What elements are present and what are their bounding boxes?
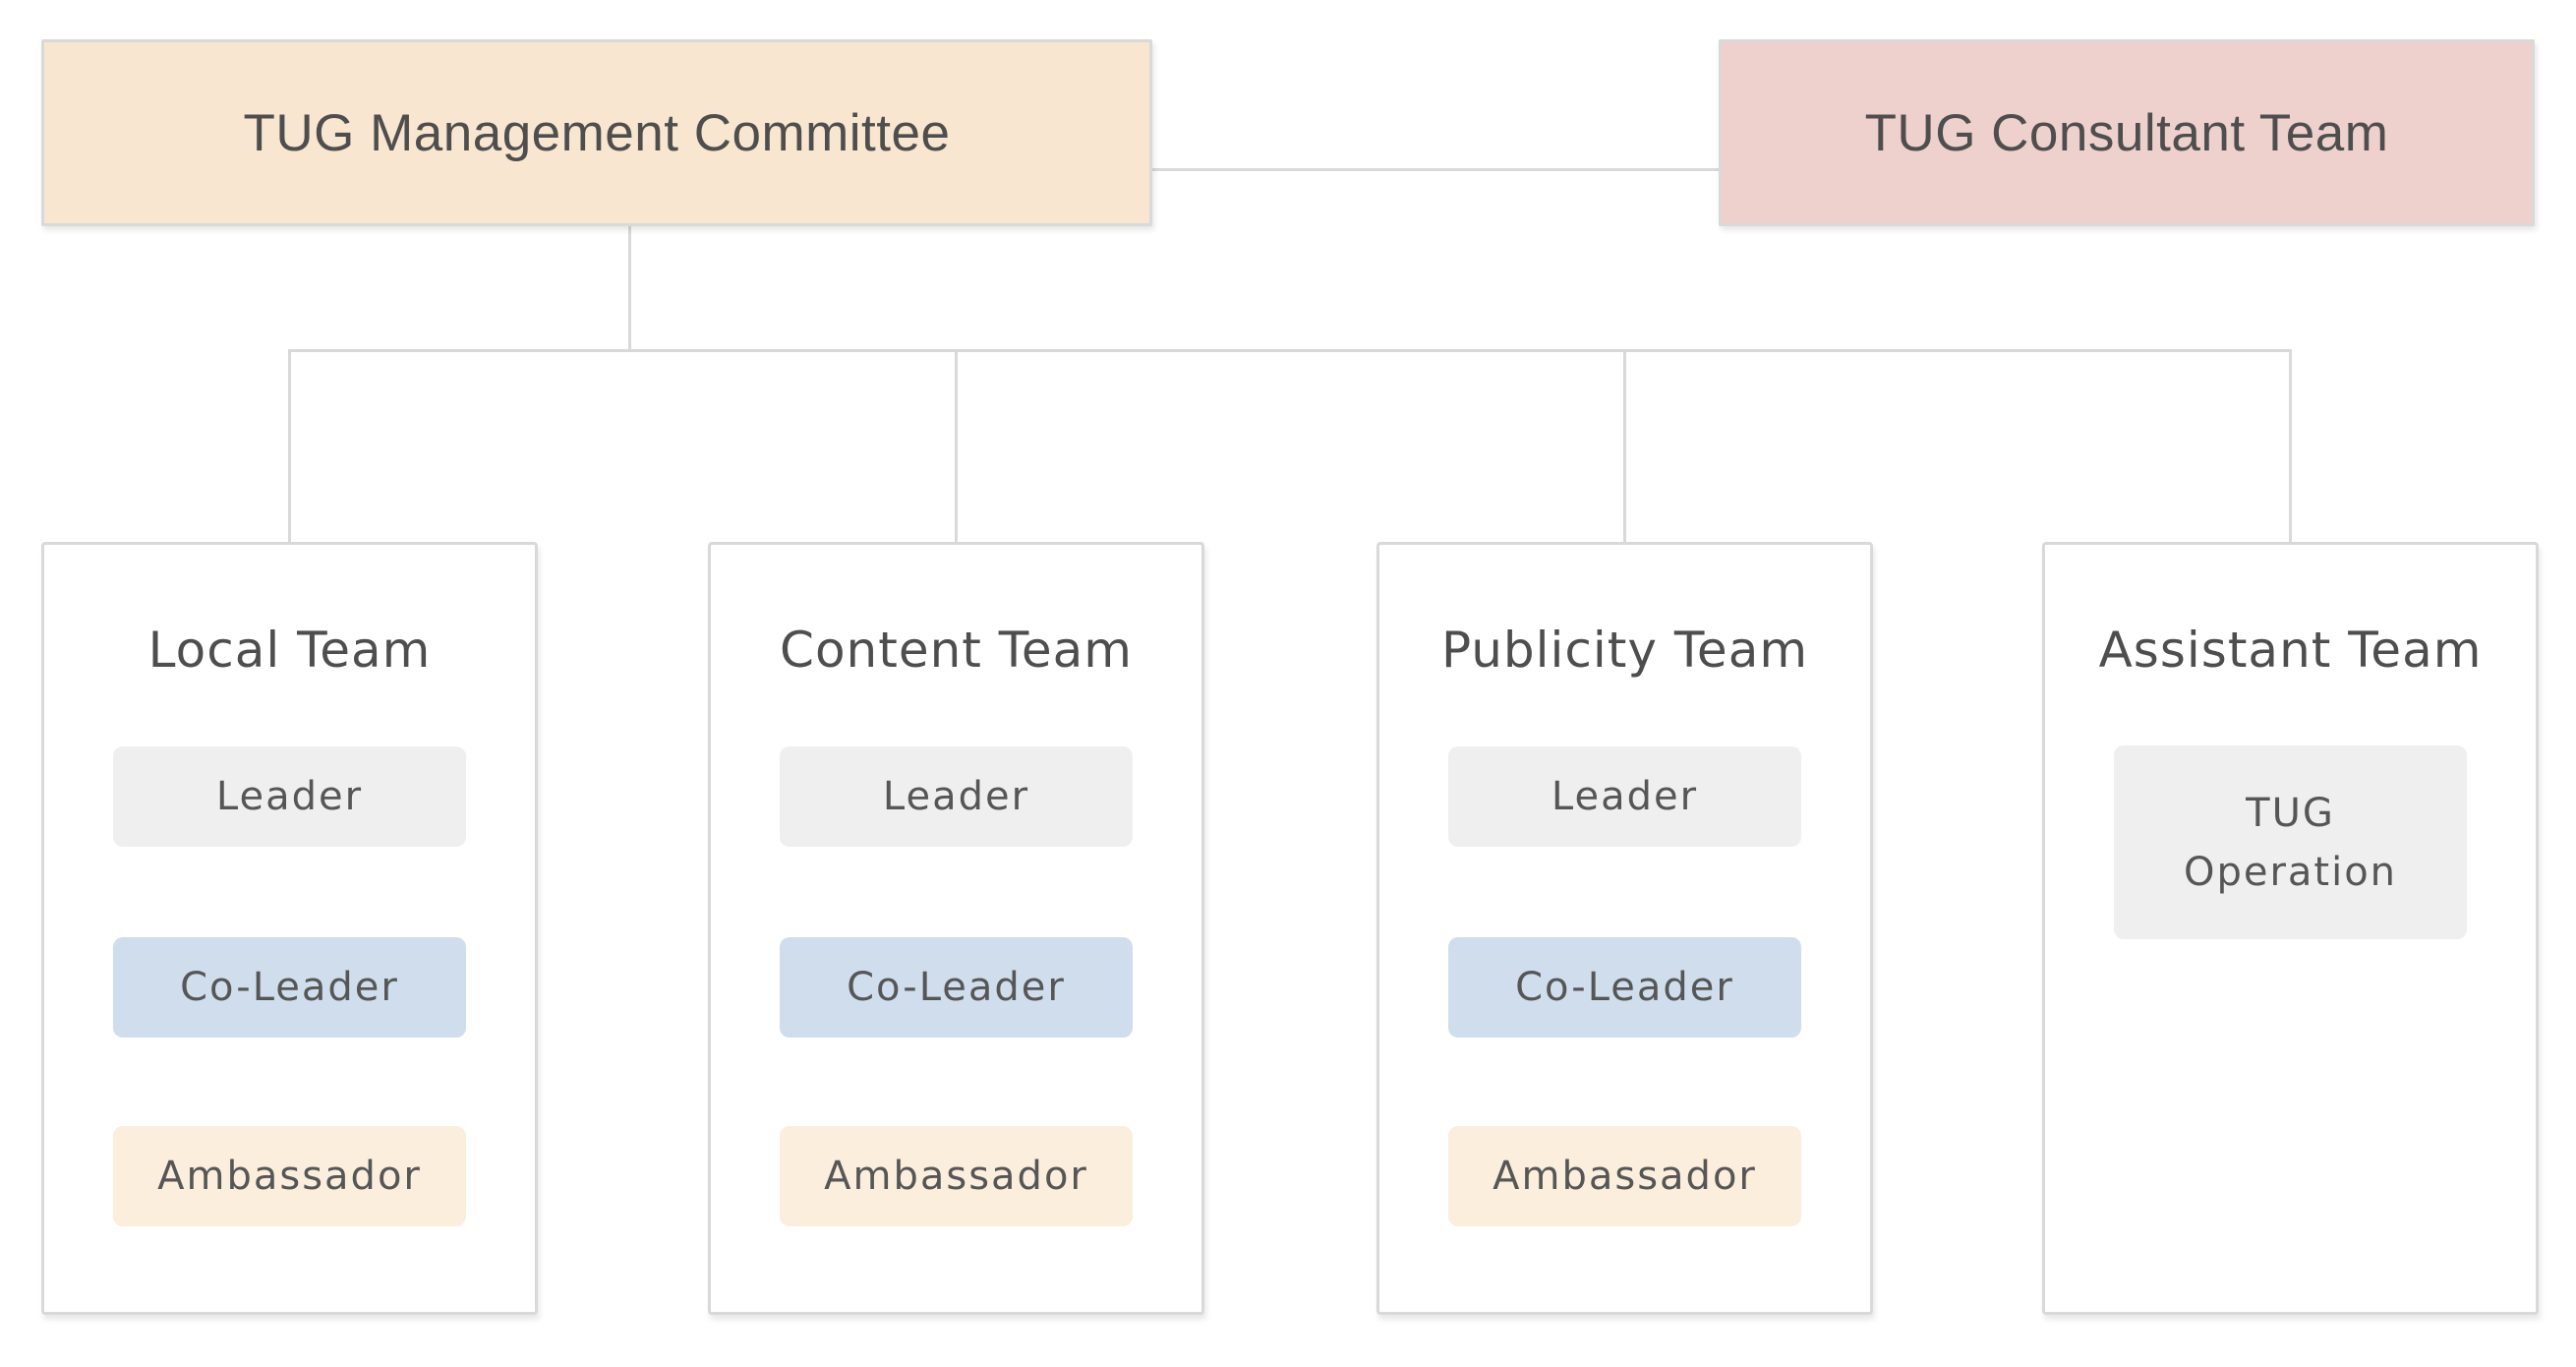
role-chip-label: Ambassador [824, 1154, 1088, 1199]
role-chip-co-leader: Co-Leader [780, 937, 1133, 1038]
management-committee-box: TUG Management Committee [41, 39, 1152, 226]
role-chip-label: Leader [1551, 774, 1699, 819]
connector-drop-content [955, 350, 958, 542]
role-chip-label: Ambassador [157, 1154, 422, 1199]
consultant-team-box: TUG Consultant Team [1719, 39, 2535, 226]
role-chip-label: Leader [882, 774, 1030, 819]
role-chip-leader: Leader [1448, 746, 1801, 847]
connector-management-stub [628, 226, 631, 350]
team-box-content: Content Team Leader Co-Leader Ambassador [708, 542, 1204, 1315]
role-chip-label: Co-Leader [847, 965, 1066, 1010]
connector-drop-assistant [2289, 350, 2292, 542]
role-chip-label: Co-Leader [180, 965, 399, 1010]
team-box-assistant: Assistant Team TUG Operation [2042, 542, 2539, 1315]
role-chip-label: Co-Leader [1515, 965, 1734, 1010]
role-chip-co-leader: Co-Leader [1448, 937, 1801, 1038]
team-title-assistant: Assistant Team [2098, 622, 2483, 679]
team-box-publicity: Publicity Team Leader Co-Leader Ambassad… [1376, 542, 1873, 1315]
connector-drop-local [288, 350, 291, 542]
role-chip-label: TUG Operation [2183, 790, 2398, 895]
connector-management-consultant [1152, 168, 1719, 171]
connector-drop-publicity [1623, 350, 1626, 542]
role-chip-ambassador: Ambassador [1448, 1126, 1801, 1226]
team-title-content: Content Team [780, 622, 1133, 679]
connector-rail [288, 349, 2292, 352]
role-chip-ambassador: Ambassador [113, 1126, 466, 1226]
role-chip-leader: Leader [113, 746, 466, 847]
role-chip-ambassador: Ambassador [780, 1126, 1133, 1226]
team-box-local: Local Team Leader Co-Leader Ambassador [41, 542, 538, 1315]
team-title-publicity: Publicity Team [1440, 622, 1809, 679]
role-chip-tug-operation: TUG Operation [2114, 745, 2467, 939]
role-chip-co-leader: Co-Leader [113, 937, 466, 1038]
management-committee-label: TUG Management Committee [243, 103, 951, 162]
role-chip-leader: Leader [780, 746, 1133, 847]
role-chip-label: Ambassador [1493, 1154, 1757, 1199]
team-title-local: Local Team [147, 622, 432, 679]
consultant-team-label: TUG Consultant Team [1864, 103, 2389, 162]
role-chip-label: Leader [215, 774, 364, 819]
